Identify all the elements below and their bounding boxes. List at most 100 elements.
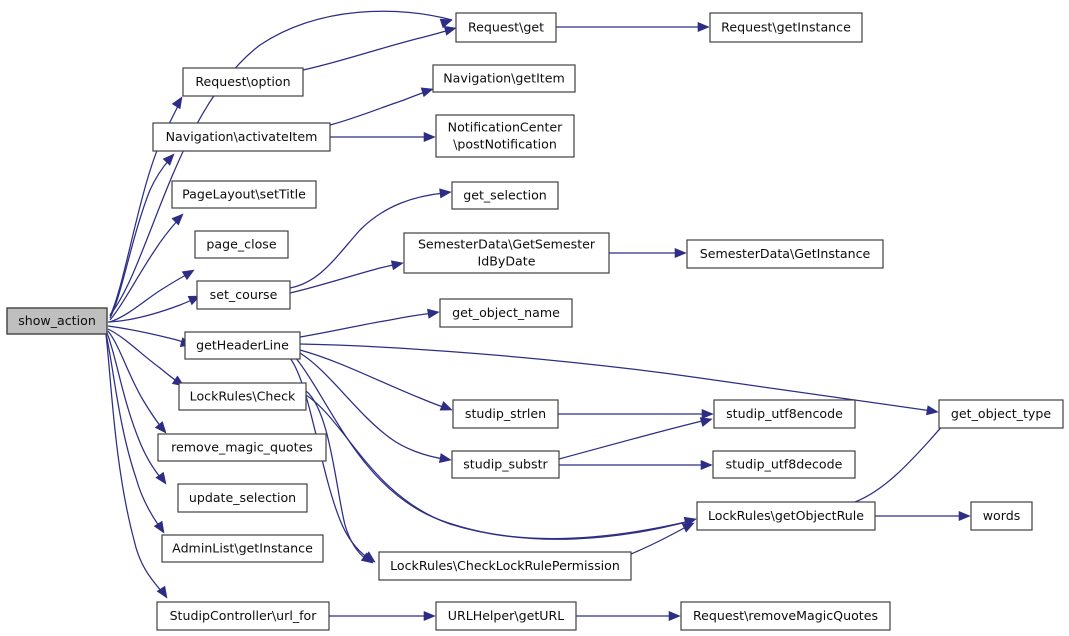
call-edge [109, 10, 453, 316]
graph-node-adminlist_getinstance[interactable]: AdminList\getInstance [161, 534, 324, 563]
arrowhead-icon [171, 96, 183, 110]
node-box[interactable] [178, 382, 307, 411]
graph-node-update_selection[interactable]: update_selection [177, 483, 308, 513]
node-box[interactable] [452, 399, 559, 429]
graph-node-urlhelper_geturl[interactable]: URLHelper\getURL [435, 601, 577, 631]
node-box[interactable] [161, 534, 324, 563]
node-box[interactable] [713, 399, 856, 429]
call-edge [289, 188, 452, 289]
graph-node-request_option[interactable]: Request\option [182, 67, 304, 97]
arrowhead-icon [153, 520, 165, 534]
edge-line [107, 330, 162, 428]
graph-node-notificationcenter_postnotification[interactable]: NotificationCenter\postNotification [435, 114, 575, 158]
graph-node-get_object_type[interactable]: get_object_type [938, 399, 1064, 429]
graph-node-request_getinstance[interactable]: Request\getInstance [709, 12, 863, 43]
arrowhead-icon [181, 269, 195, 281]
graph-node-getheaderline[interactable]: getHeaderLine [184, 331, 301, 360]
graph-node-studip_utf8encode[interactable]: studip_utf8encode [713, 399, 856, 429]
graph-node-lockrules_checklockrulepermission[interactable]: LockRules\CheckLockRulePermission [378, 551, 632, 581]
node-label: SemesterData\GetInstance [700, 246, 871, 261]
edge-line [105, 333, 160, 527]
node-label: get_object_type [951, 406, 1051, 421]
call-edge [630, 522, 695, 555]
graph-node-request_removemagicquotes[interactable]: Request\removeMagicQuotes [680, 601, 891, 631]
node-box[interactable] [6, 307, 108, 335]
edge-line [289, 192, 445, 289]
arrowhead-icon [155, 471, 167, 485]
node-box[interactable] [709, 12, 863, 43]
node-box[interactable] [171, 180, 317, 209]
graph-node-get_object_name[interactable]: get_object_name [439, 298, 573, 328]
node-label: studip_utf8encode [726, 406, 843, 421]
graph-node-lockrules_getobjectrule[interactable]: LockRules\getObjectRule [696, 501, 876, 531]
node-box[interactable] [455, 12, 557, 43]
arrowhead-icon [958, 510, 971, 522]
graph-node-lockrules_check[interactable]: LockRules\Check [178, 382, 307, 411]
call-edge [299, 343, 939, 416]
node-box[interactable] [432, 64, 576, 93]
node-box[interactable] [184, 331, 301, 360]
graph-node-navigation_getitem[interactable]: Navigation\getItem [432, 64, 576, 93]
node-box[interactable] [182, 67, 304, 97]
node-box[interactable] [435, 114, 575, 158]
node-box[interactable] [157, 433, 327, 462]
graph-node-studip_substr[interactable]: studip_substr [451, 450, 560, 479]
node-box[interactable] [194, 230, 289, 259]
node-box[interactable] [378, 551, 632, 581]
graph-node-request_get[interactable]: Request\get [455, 12, 557, 43]
node-box[interactable] [439, 298, 573, 328]
arrowhead-icon [699, 417, 713, 427]
edges-layer [105, 10, 971, 622]
graph-node-semesterdata_getinstance[interactable]: SemesterData\GetInstance [686, 239, 884, 269]
arrowhead-icon [423, 610, 436, 622]
graph-node-studip_strlen[interactable]: studip_strlen [452, 399, 559, 429]
node-box[interactable] [680, 601, 891, 631]
edge-line [109, 219, 179, 321]
arrowhead-icon [439, 18, 453, 29]
arrowhead-icon [700, 459, 713, 471]
node-box[interactable] [156, 601, 330, 631]
graph-node-remove_magic_quotes[interactable]: remove_magic_quotes [157, 433, 327, 462]
graph-node-studipcontroller_url_for[interactable]: StudipController\url_for [156, 601, 330, 631]
node-box[interactable] [938, 399, 1064, 429]
node-box[interactable] [970, 501, 1033, 531]
edge-line [558, 419, 707, 460]
graph-node-words[interactable]: words [970, 501, 1033, 531]
call-edge [329, 87, 434, 126]
edge-line [107, 298, 195, 323]
graph-node-navigation_activateitem[interactable]: Navigation\activateItem [152, 122, 331, 152]
call-edge [609, 247, 687, 259]
call-edge [105, 334, 168, 599]
call-edge [330, 131, 436, 143]
node-box[interactable] [152, 122, 331, 152]
node-box[interactable] [435, 601, 577, 631]
node-box[interactable] [196, 280, 291, 310]
node-box[interactable] [696, 501, 876, 531]
graph-node-set_course[interactable]: set_course [196, 280, 291, 310]
arrowhead-icon [423, 131, 436, 143]
edge-line [305, 394, 691, 540]
graph-node-page_close[interactable]: page_close [194, 230, 289, 259]
node-box[interactable] [686, 239, 884, 269]
graph-node-show_action[interactable]: show_action [6, 307, 108, 335]
arrowhead-icon [439, 401, 453, 411]
node-label: studip_strlen [465, 406, 546, 421]
node-label: Navigation\activateItem [166, 129, 318, 144]
graph-node-pagelayout_settitle[interactable]: PageLayout\setTitle [171, 180, 317, 209]
edge-line [107, 328, 179, 383]
node-label: studip_utf8decode [726, 456, 843, 471]
arrowhead-icon [390, 260, 404, 271]
arrowhead-icon [162, 153, 175, 166]
call-edge [109, 96, 183, 317]
node-box[interactable] [712, 450, 856, 479]
node-box[interactable] [403, 232, 610, 274]
graph-node-get_selection[interactable]: get_selection [451, 181, 559, 210]
node-box[interactable] [451, 181, 559, 210]
node-box[interactable] [451, 450, 560, 479]
node-box[interactable] [177, 483, 308, 513]
edge-line [109, 10, 453, 316]
graph-node-studip_utf8decode[interactable]: studip_utf8decode [712, 450, 856, 479]
edge-line [107, 325, 187, 344]
